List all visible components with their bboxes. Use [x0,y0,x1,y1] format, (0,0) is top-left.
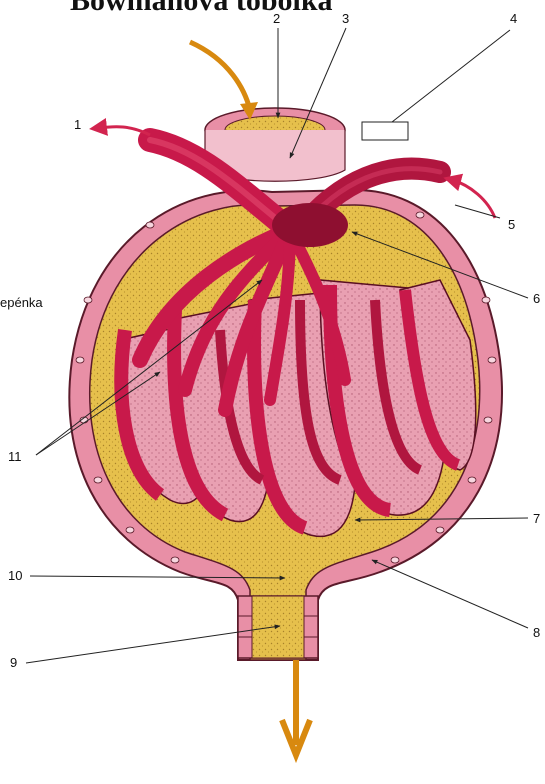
callout-6: 6 [533,292,540,305]
callout-1: 1 [74,118,81,131]
side-label-fragment: epénka [0,296,43,309]
callout-11: 11 [8,450,22,463]
callout-8: 8 [533,626,540,639]
callout-3: 3 [342,12,349,25]
callout-10: 10 [8,569,22,582]
callout-2: 2 [273,12,280,25]
callout-4: 4 [510,12,517,25]
title-fragment: Bowmanova tobolka [70,0,333,16]
proximal-tubule [238,596,318,658]
callout-7: 7 [533,512,540,525]
callout-9: 9 [10,656,17,669]
callout-5: 5 [508,218,515,231]
